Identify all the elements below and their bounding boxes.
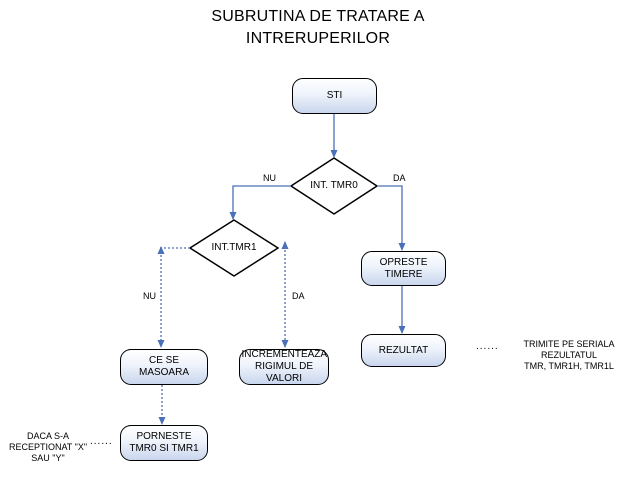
node-ce-se-masoara: CE SE MASOARA [120, 349, 208, 385]
note-trimite-seriala: TRIMITE PE SERIALA REZULTATUL TMR, TMR1H… [504, 339, 634, 372]
decision-diamond-int-tmr0 [289, 157, 379, 215]
node-rezultat: REZULTAT [361, 334, 446, 367]
diagram-title-line2: INTRERUPERILOR [245, 30, 391, 47]
note-trimite-line2: REZULTATUL [540, 350, 597, 360]
node-opreste-timere: OPRESTE TIMERE [361, 251, 446, 286]
decision-diamond-int-tmr1 [188, 219, 280, 277]
edge-label-tmr1-nu: NU [143, 291, 156, 301]
node-incrementeaza-label: INCREMENTEAZA RIGIMUL DE VALORI [241, 349, 328, 384]
node-sti: STI [292, 78, 377, 114]
node-porneste: PORNESTE TMR0 SI TMR1 [120, 425, 208, 461]
note-daca-line3: SAU "Y" [31, 453, 65, 463]
connector-tmr1-nu [157, 247, 190, 348]
note-trimite-line3: TMR, TMR1H, TMR1L [524, 361, 614, 371]
node-opreste-timere-label: OPRESTE TIMERE [379, 256, 428, 280]
note-daca-line2: RECEPTIONAT "X" [8, 442, 88, 452]
connector-tmr0-da [377, 185, 406, 251]
note-dots-left: ...... [90, 436, 113, 447]
note-trimite-line1: TRIMITE PE SERIALA [523, 339, 615, 349]
decision-int-tmr0-label: INT. TMR0 [310, 180, 358, 191]
edge-label-tmr1-da: DA [292, 291, 305, 301]
connector-tmr0-nu [229, 185, 291, 220]
note-daca-receptionat: DACA S-A RECEPTIONAT "X" SAU "Y" [6, 431, 90, 464]
edge-label-tmr0-nu: NU [263, 173, 276, 183]
diagram-title-line1: SUBRUTINA DE TRATARE A [211, 8, 425, 25]
edge-label-tmr0-da: DA [393, 173, 406, 183]
note-daca-line1: DACA S-A [26, 431, 69, 441]
note-dots-right: ...... [476, 341, 499, 352]
decision-int-tmr1-label: INT.TMR1 [211, 242, 257, 253]
node-porneste-label: PORNESTE TMR0 SI TMR1 [129, 431, 199, 454]
node-incrementeaza: INCREMENTEAZA RIGIMUL DE VALORI [239, 349, 329, 385]
